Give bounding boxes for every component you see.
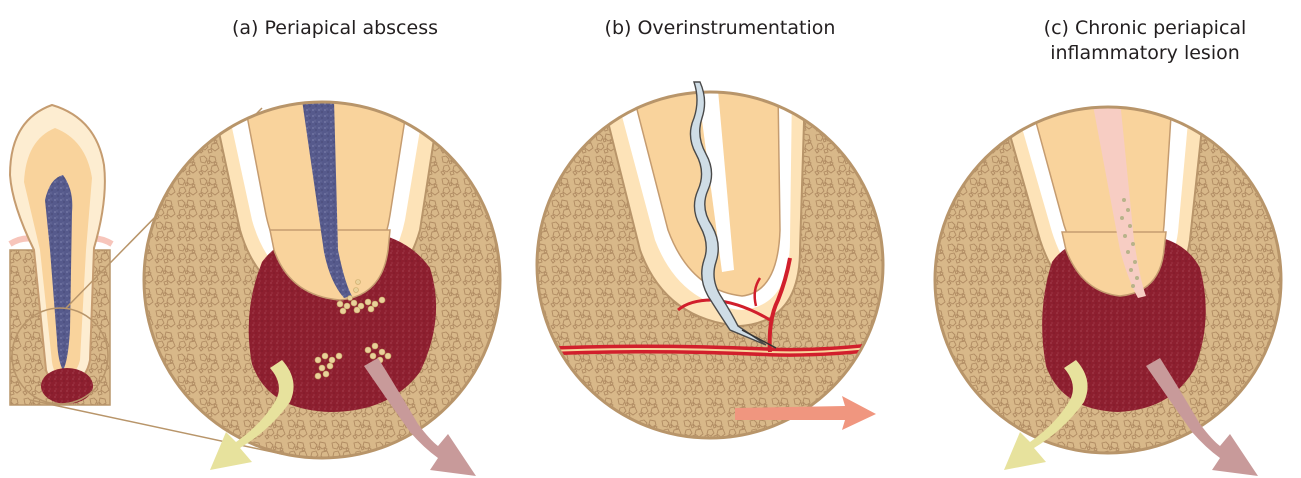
overview-lesion xyxy=(41,368,93,404)
panel-a-illustration xyxy=(140,100,510,476)
panel-c-illustration xyxy=(930,100,1290,476)
panel-b-illustration xyxy=(530,82,900,450)
